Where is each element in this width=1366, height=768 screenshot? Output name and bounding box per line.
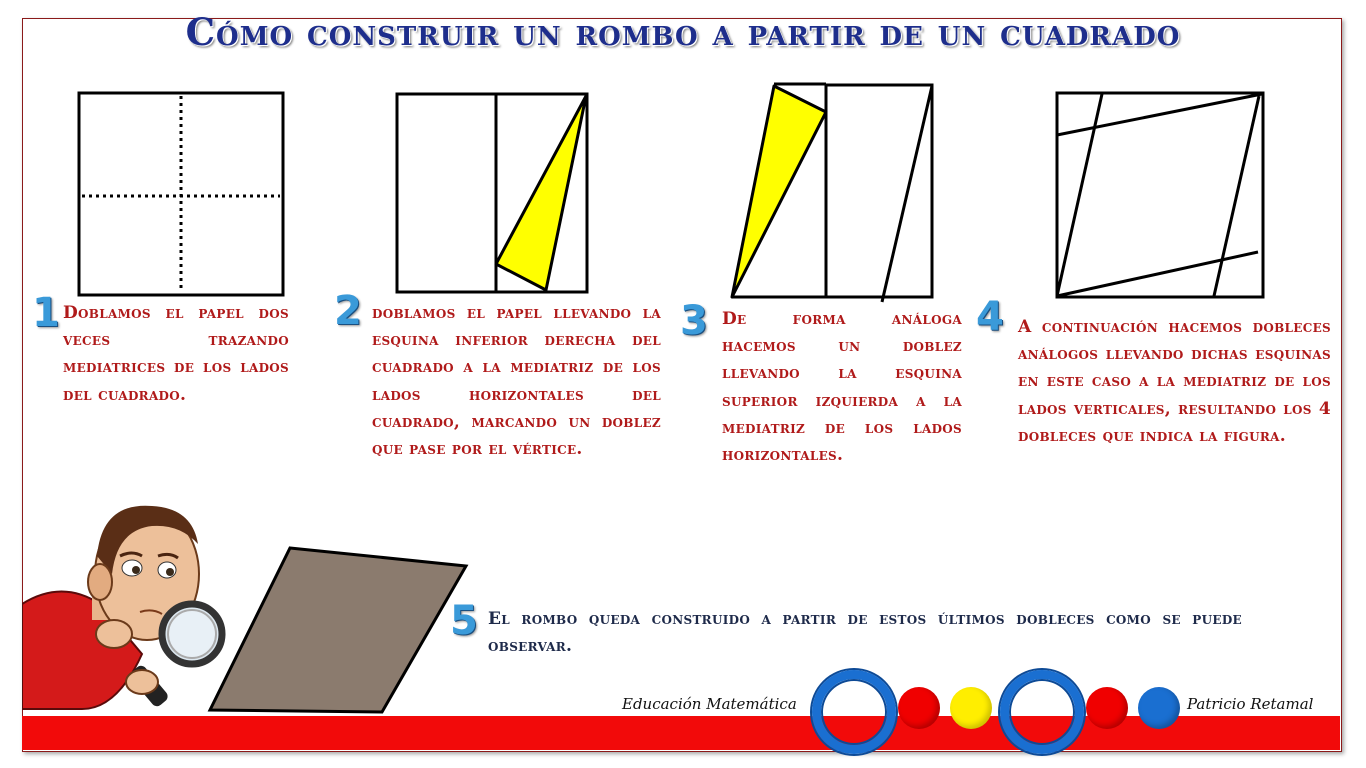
rhombus-shape (207, 546, 469, 714)
teacher-cartoon-image (22, 505, 226, 710)
footer-right-signature: Patricio Retamal (1187, 695, 1314, 713)
step-2-text: doblamos el papel llevando la esquina in… (372, 303, 661, 460)
step-4-number: 4 (976, 294, 1004, 340)
blue-ring-right-decoration (1000, 670, 1084, 754)
figure-step-3 (730, 82, 934, 303)
step-2-number: 2 (334, 288, 362, 334)
footer-left-signature: Educación Matemática (622, 695, 797, 713)
step-5-text: El rombo queda construido a partir de es… (488, 609, 1242, 657)
figure-step-2 (395, 92, 589, 294)
red-dot-1-decoration (898, 687, 940, 729)
figure-step-4 (1055, 91, 1265, 299)
page-title: Cómo construir un rombo a partir de un c… (185, 10, 1181, 54)
step-1-text: Doblamos el papel dos veces trazando med… (63, 303, 289, 405)
figure-step-1 (77, 91, 285, 297)
step-3-text: De forma análoga hacemos un doblez lleva… (722, 309, 962, 466)
step-4-text: A continuación hacemos dobleces análogos… (1018, 317, 1331, 446)
yellow-dot-decoration (950, 687, 992, 729)
step-1-number: 1 (32, 290, 60, 336)
step-3-number: 3 (680, 298, 708, 344)
step-5-number: 5 (450, 598, 478, 644)
blue-dot-decoration (1138, 687, 1180, 729)
red-dot-2-decoration (1086, 687, 1128, 729)
blue-ring-left-decoration (812, 670, 896, 754)
